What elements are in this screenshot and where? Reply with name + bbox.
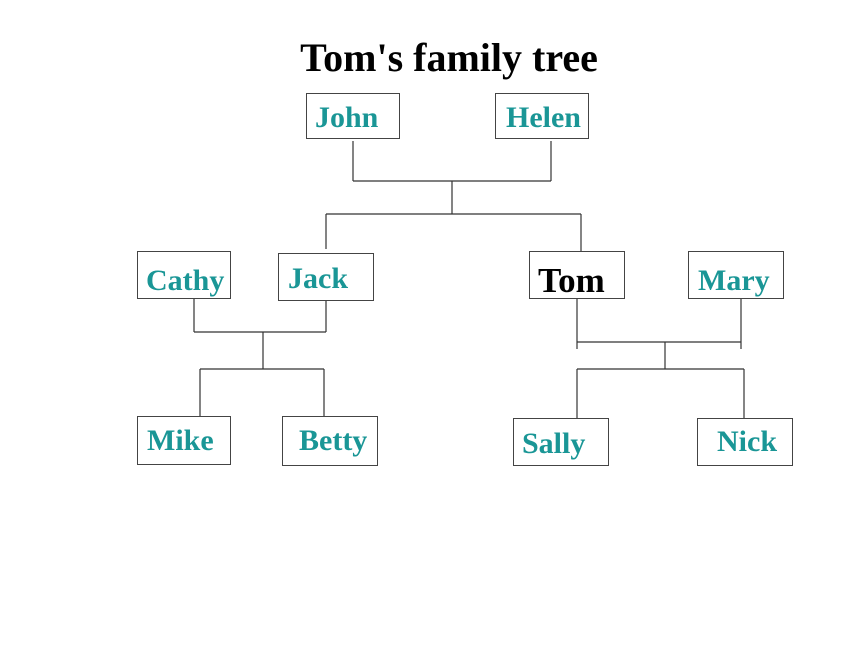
- person-name-mary: Mary: [698, 264, 770, 297]
- person-box-mary: [688, 251, 784, 299]
- person-name-sally: Sally: [522, 427, 586, 460]
- person-name-cathy: Cathy: [146, 264, 225, 297]
- person-box-john: [306, 93, 400, 139]
- diagram-title: Tom's family tree: [300, 35, 598, 80]
- person-name-helen: Helen: [506, 101, 581, 134]
- person-box-nick: [697, 418, 793, 466]
- person-name-jack: Jack: [288, 262, 348, 295]
- person-name-nick: Nick: [717, 425, 777, 458]
- person-box-jack: [278, 253, 374, 301]
- person-box-betty: [282, 416, 378, 466]
- person-box-cathy: [137, 251, 231, 299]
- person-name-john: John: [315, 101, 379, 134]
- person-box-helen: [495, 93, 589, 139]
- person-box-mike: [137, 416, 231, 465]
- person-name-mike: Mike: [147, 424, 214, 457]
- person-name-tom: Tom: [538, 261, 605, 300]
- person-box-sally: [513, 418, 609, 466]
- person-box-tom: [529, 251, 625, 299]
- person-name-betty: Betty: [299, 424, 368, 457]
